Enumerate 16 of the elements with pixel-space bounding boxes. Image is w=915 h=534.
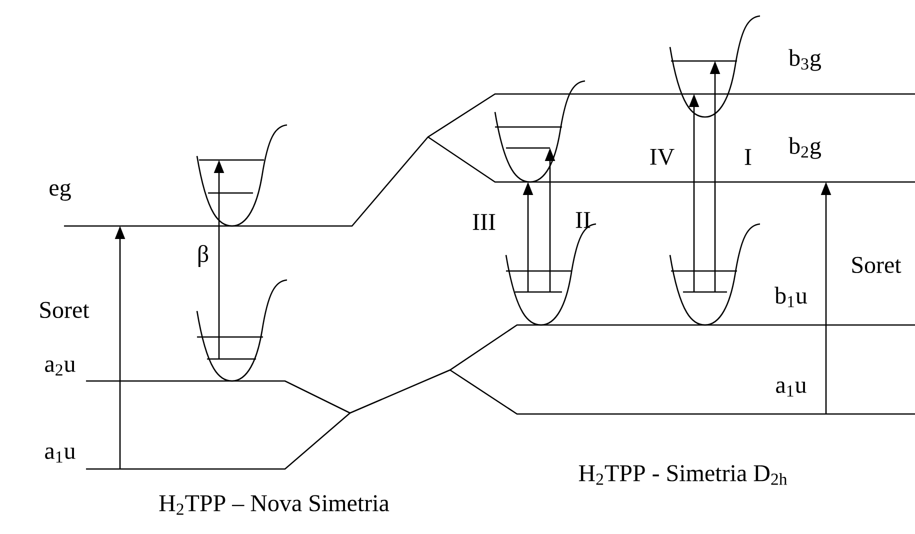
level-label: H$_{2}$TPP – Nova Simetria [159, 495, 390, 515]
level-label: b$_{2}$g [788, 137, 821, 159]
level-label: III [472, 214, 496, 230]
level-label: Soret [852, 256, 902, 274]
level-label: II [576, 212, 590, 228]
level-label: I [744, 149, 752, 165]
level-label: H$_{2}$TPP - Simetria D$_{2h}$ [578, 465, 788, 485]
level-label: IV [650, 148, 674, 166]
level-label: a$_{1}$u [776, 382, 806, 396]
level-label: b$_{1}$u [774, 286, 808, 308]
level-label: β [198, 245, 208, 267]
level-label: Soret [40, 302, 90, 318]
level-label: b$_{3}$g [788, 49, 821, 71]
level-label: a$_{1}$u [45, 448, 76, 462]
level-label: eg [50, 183, 71, 201]
level-label: a$_{2}$u [45, 360, 76, 376]
